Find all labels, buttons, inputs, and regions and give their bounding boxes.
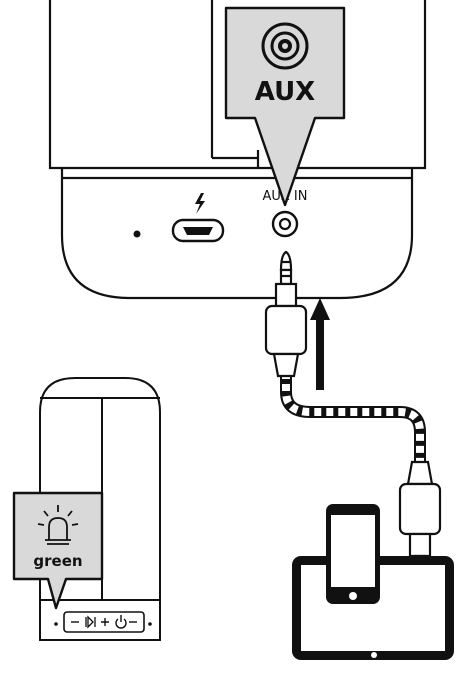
- aux-plug-speaker: [264, 250, 308, 378]
- power-indicator-dot: [133, 230, 141, 238]
- led-callout-label: green: [33, 552, 82, 570]
- speaker-button-strip: [54, 611, 152, 633]
- up-arrow-icon: [310, 298, 330, 390]
- smartphone-icon: [326, 504, 380, 604]
- aux-in-port: [271, 210, 299, 238]
- lightning-bolt-icon: [195, 193, 205, 214]
- usb-charging-port: [171, 218, 225, 243]
- aux-callout: AUX: [224, 6, 346, 207]
- led-callout: green: [12, 491, 104, 610]
- aux-cable: [280, 372, 426, 462]
- aux-jack-icon: [261, 22, 309, 70]
- aux-callout-label: AUX: [255, 77, 315, 107]
- tablet-icon: [292, 556, 454, 660]
- led-light-icon: [37, 505, 79, 545]
- speaker-base: [48, 0, 427, 300]
